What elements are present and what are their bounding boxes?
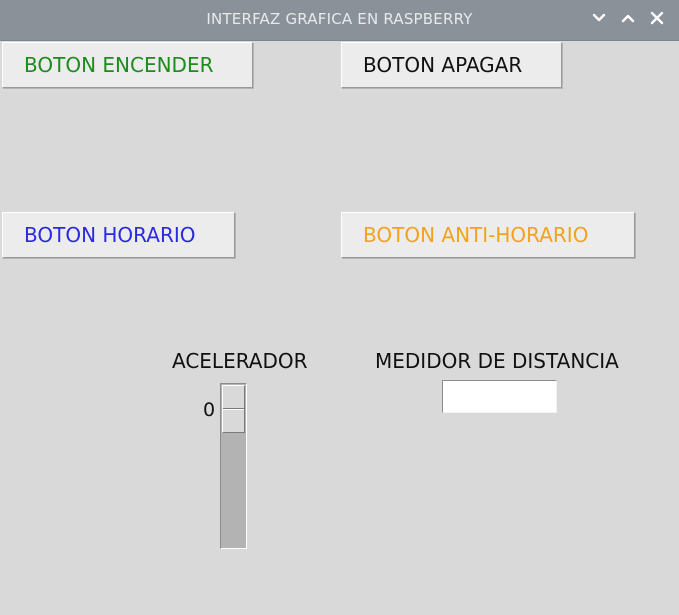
slider-grip [223, 408, 244, 410]
encender-button[interactable]: BOTON ENCENDER [2, 42, 253, 88]
title-bar[interactable]: INTERFAZ GRAFICA EN RASPBERRY [0, 0, 679, 41]
close-icon [650, 11, 664, 25]
accelerator-slider-handle[interactable] [222, 385, 245, 433]
accelerator-scale[interactable] [220, 383, 247, 549]
chevron-down-icon [592, 13, 606, 22]
window-title: INTERFAZ GRAFICA EN RASPBERRY [206, 10, 473, 28]
accelerator-value: 0 [203, 399, 216, 421]
distance-label: MEDIDOR DE DISTANCIA [375, 349, 619, 373]
chevron-up-icon [621, 14, 635, 23]
anti-horario-button[interactable]: BOTON ANTI-HORARIO [341, 212, 635, 258]
apagar-button[interactable]: BOTON APAGAR [341, 42, 562, 88]
distance-field[interactable] [442, 380, 557, 413]
maximize-button[interactable] [618, 9, 638, 29]
accelerator-label: ACELERADOR [172, 349, 308, 373]
minimize-button[interactable] [589, 9, 609, 29]
close-button[interactable] [647, 9, 667, 29]
horario-button[interactable]: BOTON HORARIO [2, 212, 235, 258]
